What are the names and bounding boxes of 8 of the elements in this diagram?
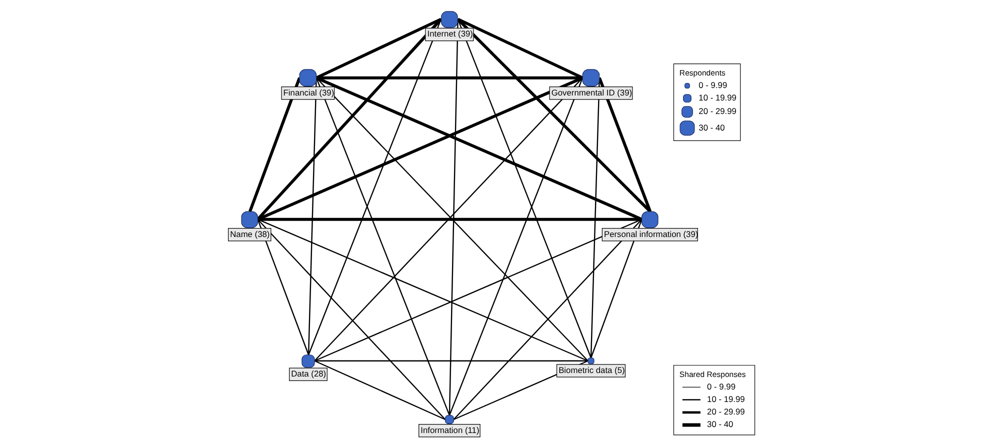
legend-label: 10 - 19.99 (698, 92, 736, 103)
legend-label: 20 - 29.99 (707, 406, 745, 417)
legend-label: 10 - 19.99 (707, 394, 745, 404)
legend-label: 0 - 9.99 (698, 80, 728, 90)
legend-label: 0 - 9.99 (707, 381, 736, 392)
legend-label: 20 - 29.99 (698, 106, 736, 116)
legend-label: 30 - 40 (707, 419, 734, 430)
legend-label: 30 - 40 (698, 122, 725, 132)
